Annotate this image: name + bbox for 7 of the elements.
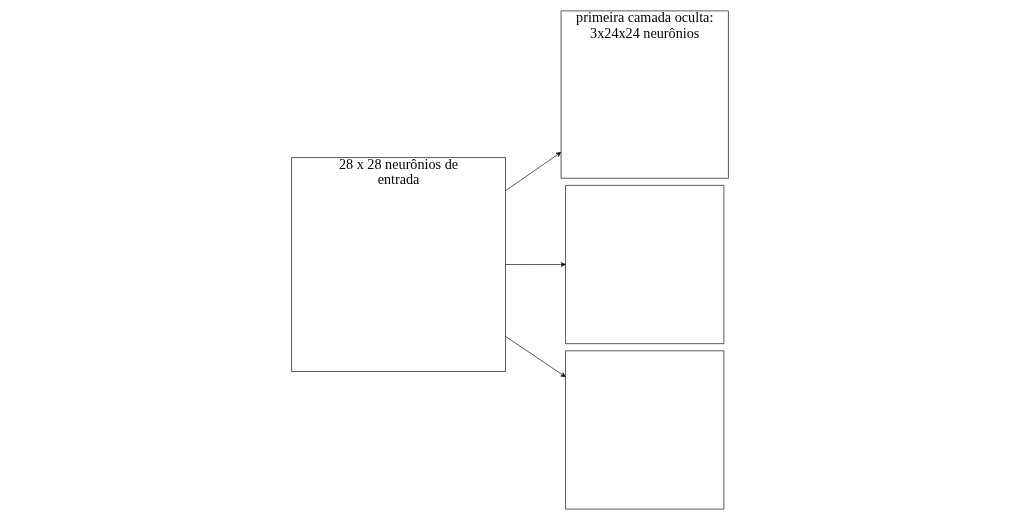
node-box xyxy=(564,350,724,510)
node-box xyxy=(564,185,724,344)
node-box: 28 x 28 neurônios de entrada xyxy=(290,157,506,372)
node-box: primeira camada oculta: 3x24x24 neurônios xyxy=(560,10,729,179)
arrow xyxy=(504,262,566,267)
arrow xyxy=(504,336,566,378)
arrow xyxy=(504,152,561,192)
